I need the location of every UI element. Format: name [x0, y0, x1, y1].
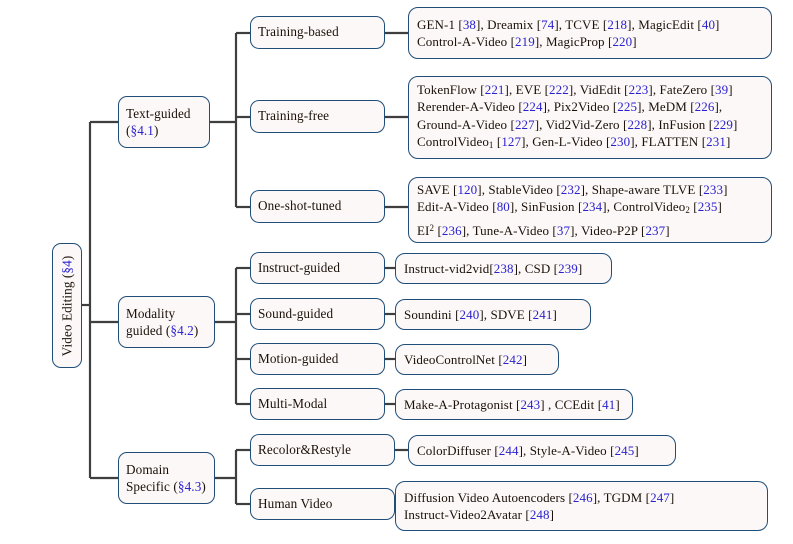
- leafbox-motion-guided[interactable]: VideoControlNet [242]: [395, 344, 559, 375]
- node-one-shot-tuned[interactable]: One-shot-tuned: [250, 190, 385, 223]
- leafbox-instruct-guided[interactable]: Instruct-vid2vid[238], CSD [239]: [395, 253, 612, 284]
- node-multi-modal[interactable]: Multi-Modal: [250, 388, 385, 420]
- node-training-free-label: Training-free: [258, 108, 330, 124]
- node-modality-guided-label: Modality guided (§4.2): [126, 305, 199, 339]
- node-motion-guided[interactable]: Motion-guided: [250, 343, 385, 375]
- root-node-label: Video Editing (§4): [59, 255, 75, 356]
- leafbox-sound-guided-text: Soundini [240], SDVE [241]: [404, 306, 557, 322]
- node-training-free[interactable]: Training-free: [250, 100, 385, 133]
- node-training-based-label: Training-based: [258, 24, 339, 40]
- leafbox-training-based[interactable]: GEN-1 [38], Dreamix [74], TCVE [218], Ma…: [408, 7, 772, 59]
- node-human-video-label: Human Video: [258, 495, 333, 511]
- node-instruct-guided-label: Instruct-guided: [258, 259, 341, 275]
- node-sound-guided-label: Sound-guided: [258, 305, 334, 321]
- node-text-guided[interactable]: Text-guided (§4.1): [118, 96, 210, 148]
- leafbox-instruct-guided-text: Instruct-vid2vid[238], CSD [239]: [404, 260, 583, 276]
- leafbox-one-shot-tuned[interactable]: SAVE [120], StableVideo [232], Shape-awa…: [408, 177, 772, 243]
- node-modality-guided[interactable]: Modality guided (§4.2): [118, 296, 215, 348]
- leafbox-human-video-text: Diffusion Video Autoencoders [246], TGDM…: [404, 489, 675, 522]
- root-node-video-editing[interactable]: Video Editing (§4): [52, 243, 82, 368]
- node-multi-modal-label: Multi-Modal: [258, 395, 328, 411]
- node-training-based[interactable]: Training-based: [250, 16, 385, 49]
- node-recolor-restyle-label: Recolor&Restyle: [258, 441, 352, 457]
- leafbox-sound-guided[interactable]: Soundini [240], SDVE [241]: [395, 299, 591, 330]
- leafbox-training-free[interactable]: TokenFlow [221], EVE [222], VidEdit [223…: [408, 76, 772, 159]
- node-sound-guided[interactable]: Sound-guided: [250, 298, 385, 330]
- node-instruct-guided[interactable]: Instruct-guided: [250, 252, 385, 284]
- leafbox-motion-guided-text: VideoControlNet [242]: [404, 351, 528, 367]
- node-human-video[interactable]: Human Video: [250, 488, 395, 520]
- leafbox-recolor-restyle-text: ColorDiffuser [244], Style-A-Video [245]: [417, 442, 639, 458]
- node-one-shot-tuned-label: One-shot-tuned: [258, 198, 342, 214]
- leafbox-one-shot-tuned-text: SAVE [120], StableVideo [232], Shape-awa…: [417, 181, 728, 238]
- leafbox-multi-modal[interactable]: Make-A-Protagonist [243] , CCEdit [41]: [395, 389, 633, 420]
- node-motion-guided-label: Motion-guided: [258, 350, 339, 366]
- leafbox-training-based-text: GEN-1 [38], Dreamix [74], TCVE [218], Ma…: [417, 16, 720, 49]
- leafbox-recolor-restyle[interactable]: ColorDiffuser [244], Style-A-Video [245]: [408, 435, 676, 466]
- leafbox-human-video[interactable]: Diffusion Video Autoencoders [246], TGDM…: [395, 481, 768, 531]
- node-recolor-restyle[interactable]: Recolor&Restyle: [250, 434, 395, 466]
- node-domain-specific[interactable]: Domain Specific (§4.3): [118, 452, 215, 504]
- node-domain-specific-label: Domain Specific (§4.3): [126, 461, 206, 495]
- node-text-guided-label: Text-guided (§4.1): [126, 105, 191, 139]
- leafbox-training-free-text: TokenFlow [221], EVE [222], VidEdit [223…: [417, 81, 738, 150]
- leafbox-multi-modal-text: Make-A-Protagonist [243] , CCEdit [41]: [404, 396, 620, 412]
